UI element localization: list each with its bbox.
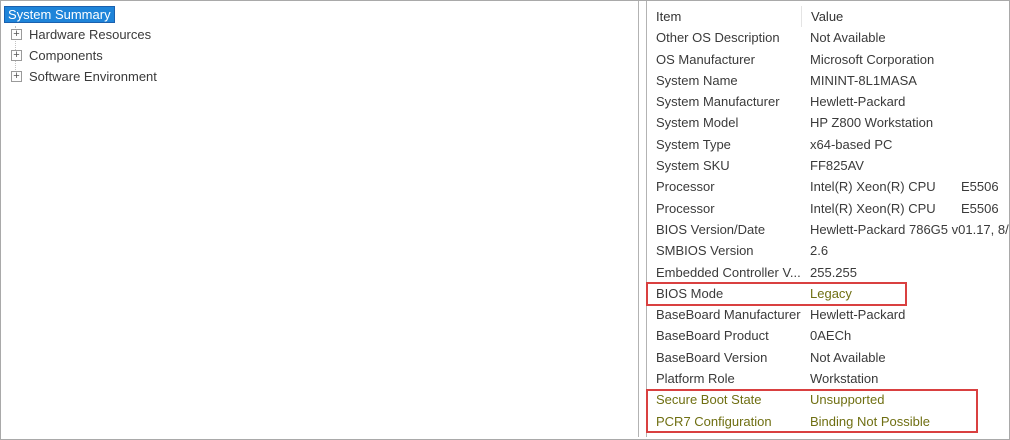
column-header-item[interactable]: Item [656,9,682,24]
row-value-cell: 0AECh [810,328,852,344]
table-row[interactable]: Processor Intel(R) Xeon(R) CPU E5506 [647,198,1009,219]
row-value-cell: Not Available [810,30,886,46]
table-row[interactable]: PCR7 Configuration Binding Not Possible [647,411,1009,432]
row-item-cell: System Type [656,136,731,152]
tree-item-label: Hardware Resources [29,27,152,43]
row-item-cell: Processor [656,200,715,216]
row-value-cell: Legacy [810,285,852,301]
expand-plus-icon[interactable]: + [11,29,22,41]
row-value-cell: Hewlett-Packard [810,94,906,110]
table-row[interactable]: BaseBoard Version Not Available [647,347,1009,368]
table-row[interactable]: Secure Boot State Unsupported [647,389,1009,410]
row-item-cell: BaseBoard Product [656,328,769,344]
tree-item-software-environment[interactable]: + Software Environment [4,66,638,87]
row-item-cell: Secure Boot State [656,392,762,408]
table-row[interactable]: Platform Role Workstation [647,368,1009,389]
row-value-cell: 255.255 [810,264,857,280]
table-row[interactable]: OS Manufacturer Microsoft Corporation [647,49,1009,70]
row-item-cell: SMBIOS Version [656,243,754,259]
row-value-cell: Unsupported [810,392,885,408]
row-value-cell: FF825AV [810,158,864,174]
table-row[interactable]: BaseBoard Manufacturer Hewlett-Packard [647,304,1009,325]
row-item-cell: System SKU [656,158,730,174]
table-row[interactable]: System Type x64-based PC [647,134,1009,155]
row-item-cell: Embedded Controller V... [656,264,801,280]
row-item-cell: PCR7 Configuration [656,413,772,429]
row-item-cell: BaseBoard Manufacturer [656,307,801,323]
row-value-cell: Intel(R) Xeon(R) CPU E5506 [810,200,999,216]
table-row[interactable]: System Name MININT-8L1MASA [647,70,1009,91]
row-item-cell: BIOS Version/Date [656,221,766,237]
table-row[interactable]: BaseBoard Product 0AECh [647,325,1009,346]
row-value-cell: x64-based PC [810,136,893,152]
row-item-cell: BaseBoard Version [656,349,768,365]
table-row[interactable]: System SKU FF825AV [647,155,1009,176]
row-value-cell: Binding Not Possible [810,413,930,429]
expand-plus-icon[interactable]: + [11,49,22,61]
row-item-cell: OS Manufacturer [656,51,755,67]
row-item-cell: System Model [656,115,739,131]
category-tree-panel: System Summary + Hardware Resources + Co… [1,1,639,437]
column-header-value[interactable]: Value [801,6,1009,28]
row-value-cell: HP Z800 Workstation [810,115,934,131]
tree-item-components[interactable]: + Components [4,45,638,66]
tree-item-hardware-resources[interactable]: + Hardware Resources [4,25,638,46]
tree-item-label: Components [29,47,103,63]
row-item-cell: Platform Role [656,371,735,387]
row-item-cell: System Manufacturer [656,94,780,110]
table-row[interactable]: Embedded Controller V... 255.255 [647,262,1009,283]
tree-item-label: Software Environment [29,68,157,84]
table-row[interactable]: Processor Intel(R) Xeon(R) CPU E5506 [647,176,1009,197]
expand-plus-icon[interactable]: + [11,70,22,82]
table-row[interactable]: System Model HP Z800 Workstation [647,112,1009,133]
row-value-cell: MININT-8L1MASA [810,72,917,88]
row-value-cell: Microsoft Corporation [810,51,935,67]
table-row[interactable]: System Manufacturer Hewlett-Packard [647,91,1009,112]
row-value-cell: Workstation [810,371,879,387]
table-row[interactable]: SMBIOS Version 2.6 [647,240,1009,261]
tree-item-system-summary[interactable]: System Summary [4,4,638,25]
row-item-cell: BIOS Mode [656,285,724,301]
column-header-row: Item Value [647,6,1009,28]
row-item-cell: Processor [656,179,715,195]
tree-item-label: System Summary [4,5,115,23]
row-item-cell: System Name [656,72,738,88]
detail-list-panel: Item Value Other OS Description Not Avai… [646,1,1009,437]
table-row[interactable]: BIOS Mode Legacy [647,283,1009,304]
row-item-cell: Other OS Description [656,30,780,46]
row-value-cell: Hewlett-Packard [810,307,906,323]
row-value-cell: 2.6 [810,243,829,259]
table-row[interactable]: BIOS Version/Date Hewlett-Packard 786G5 … [647,219,1009,240]
row-value-cell: Intel(R) Xeon(R) CPU E5506 [810,179,999,195]
row-value-cell: Not Available [810,349,886,365]
row-value-cell: Hewlett-Packard 786G5 v01.17, 8/ [810,221,1009,237]
table-row[interactable]: Other OS Description Not Available [647,27,1009,48]
